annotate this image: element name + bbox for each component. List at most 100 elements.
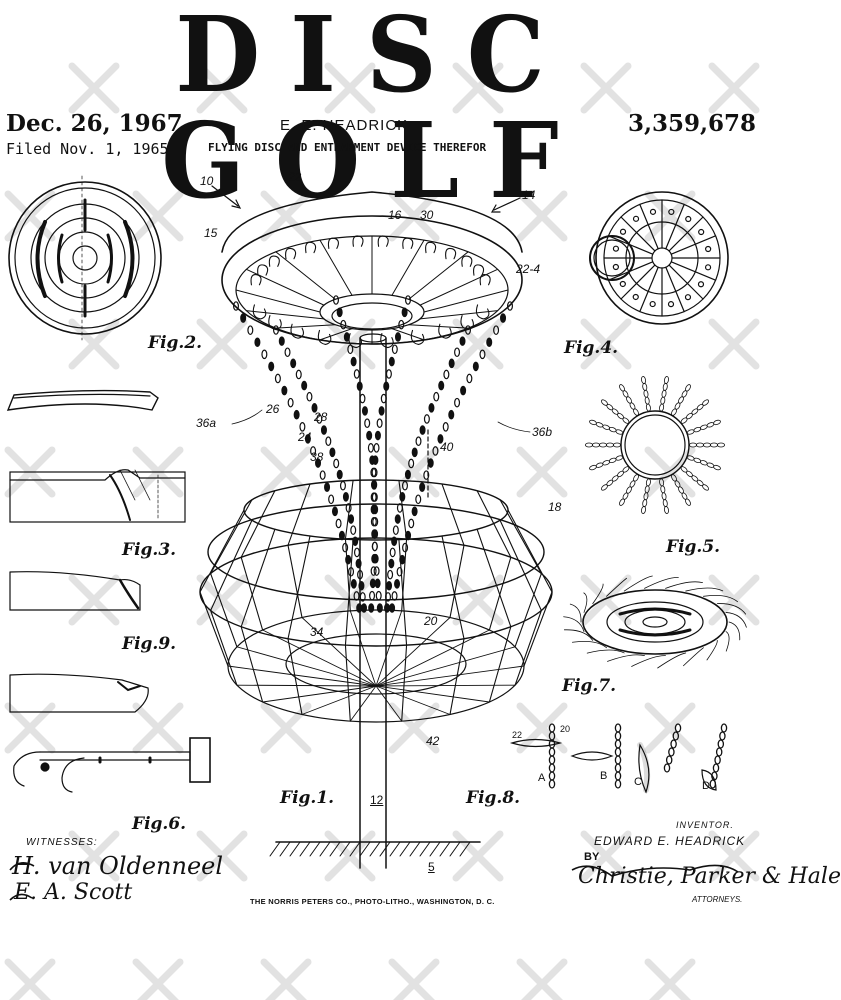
inventor-name: EDWARD E. HEADRICK bbox=[594, 834, 746, 848]
watermark-cross-icon bbox=[260, 446, 312, 498]
fig5-chain-ring-drawing bbox=[584, 376, 726, 514]
fig9-section-drawing bbox=[9, 571, 141, 611]
watermark-cross-icon bbox=[708, 318, 760, 370]
callout-40: 40 bbox=[440, 440, 454, 454]
rim-section-drawing bbox=[9, 673, 149, 713]
watermark-cross-icon bbox=[516, 190, 568, 242]
callout-22-4: 22-4 bbox=[516, 262, 541, 276]
callout-42: 42 bbox=[426, 734, 440, 748]
watermark-cross-icon bbox=[132, 190, 184, 242]
watermark-cross-icon bbox=[708, 574, 760, 626]
callout-18: 18 bbox=[548, 500, 562, 514]
patent-date: Dec. 26, 1967 bbox=[6, 110, 183, 137]
watermark-cross-icon bbox=[260, 702, 312, 754]
callout-20: 20 bbox=[424, 614, 438, 628]
watermark-cross-icon bbox=[4, 958, 56, 1000]
callout-24: 24 bbox=[298, 430, 312, 444]
fig4-basket-top-drawing bbox=[589, 191, 729, 325]
page-title: DISC GOLF bbox=[161, 0, 589, 223]
fig8-label-a: A bbox=[538, 772, 546, 784]
watermark-cross-icon bbox=[68, 830, 120, 882]
watermark-cross-icon bbox=[580, 830, 632, 882]
watermark-cross-icon bbox=[580, 62, 632, 114]
watermark-cross-icon bbox=[452, 574, 504, 626]
callout-36a: 36a bbox=[196, 416, 217, 430]
attorneys-label: ATTORNEYS. bbox=[692, 895, 743, 904]
inventor-label: INVENTOR. bbox=[676, 820, 734, 830]
watermark-cross-icon bbox=[516, 958, 568, 1000]
callout-10: 10 bbox=[200, 174, 214, 188]
watermark-cross-icon bbox=[644, 958, 696, 1000]
fig1-basket-drawing bbox=[199, 185, 553, 869]
fig1-label: Fig.1. bbox=[280, 788, 335, 808]
watermark-cross-icon bbox=[260, 190, 312, 242]
callout-36b: 36b bbox=[532, 425, 553, 439]
watermark-cross-icon bbox=[708, 62, 760, 114]
watermark-cross-icon bbox=[388, 958, 440, 1000]
callout-38: 38 bbox=[310, 450, 324, 464]
callout-28: 28 bbox=[314, 410, 328, 424]
inventor-header: E. E. HEADRICK bbox=[280, 117, 409, 134]
fig6-label: Fig.6. bbox=[132, 814, 187, 834]
patent-title: FLYING DISC AND ENTRAPMENT DEVICE THEREF… bbox=[208, 141, 487, 154]
callout-15: 15 bbox=[204, 226, 218, 240]
callout-5: 5 bbox=[428, 860, 435, 874]
fig8-ref-22: 22 bbox=[512, 730, 523, 740]
witness-signature-1: H. van Oldenneel bbox=[12, 852, 224, 880]
watermark-cross-icon bbox=[388, 702, 440, 754]
callout-12: 12 bbox=[370, 793, 384, 807]
watermark-cross-icon bbox=[644, 446, 696, 498]
callout-30: 30 bbox=[420, 208, 434, 222]
printer-credit: THE NORRIS PETERS CO., PHOTO-LITHO., WAS… bbox=[250, 897, 495, 906]
fig8-label: Fig.8. bbox=[466, 788, 521, 808]
watermark-cross-icon bbox=[644, 702, 696, 754]
signature-flourishes bbox=[9, 862, 739, 901]
fig8-label-c: C bbox=[634, 776, 642, 788]
fig8-chain-sequence-drawing bbox=[509, 723, 728, 794]
watermark-cross-icon bbox=[708, 830, 760, 882]
fig8-label-d: D bbox=[702, 780, 710, 792]
patent-drawing bbox=[6, 175, 747, 901]
fig2-label: Fig.2. bbox=[148, 333, 203, 353]
fig3-label: Fig.3. bbox=[122, 540, 177, 560]
by-label: BY bbox=[584, 851, 600, 863]
watermark-cross-icon bbox=[196, 574, 248, 626]
watermark-cross-icon bbox=[196, 318, 248, 370]
watermark-cross-icon bbox=[452, 62, 504, 114]
fig9-label: Fig.9. bbox=[122, 634, 177, 654]
callout-16: 16 bbox=[388, 208, 402, 222]
callout-34: 34 bbox=[310, 625, 324, 639]
fig6-clip-drawing bbox=[13, 737, 211, 793]
attorney-signature: Christie, Parker & Hale bbox=[578, 864, 841, 889]
fig4-label: Fig.4. bbox=[564, 338, 619, 358]
callout-26: 26 bbox=[266, 402, 280, 416]
fig2-disc-drawing bbox=[8, 175, 162, 341]
watermark-cross-icon bbox=[68, 62, 120, 114]
fig8-label-b: B bbox=[600, 770, 608, 782]
watermark-cross-icon bbox=[132, 958, 184, 1000]
watermark-cross-icon bbox=[4, 702, 56, 754]
watermark-cross-icon bbox=[68, 574, 120, 626]
watermark-cross-icon bbox=[196, 62, 248, 114]
fig8-ref-20: 20 bbox=[560, 724, 571, 734]
disc-profile-drawing bbox=[6, 389, 159, 411]
filed-date: Filed Nov. 1, 1965 bbox=[6, 140, 169, 158]
fig3-section-drawing bbox=[9, 469, 186, 523]
patent-number: 3,359,678 bbox=[628, 110, 757, 137]
watermark-cross-icon bbox=[132, 702, 184, 754]
callout-14: 14 bbox=[522, 188, 536, 202]
watermark-cross-icon bbox=[260, 958, 312, 1000]
watermark-cross-icon bbox=[516, 446, 568, 498]
patent-poster: DISC GOLF Dec. 26, 1967 Filed Nov. 1, 19… bbox=[4, 0, 841, 1000]
fig5-label: Fig.5. bbox=[666, 537, 721, 557]
watermark-cross-icon bbox=[388, 190, 440, 242]
fig7-label: Fig.7. bbox=[562, 676, 617, 696]
watermark-cross-icon bbox=[324, 62, 376, 114]
watermark-cross-icon bbox=[196, 830, 248, 882]
witness-signature-2: E. A. Scott bbox=[14, 880, 133, 905]
watermark-cross-icon bbox=[580, 318, 632, 370]
callout-22: 22 bbox=[288, 170, 302, 184]
witnesses-label: WITNESSES: bbox=[26, 837, 98, 848]
watermark-cross-icon bbox=[452, 318, 504, 370]
watermark-cross-icon bbox=[68, 318, 120, 370]
